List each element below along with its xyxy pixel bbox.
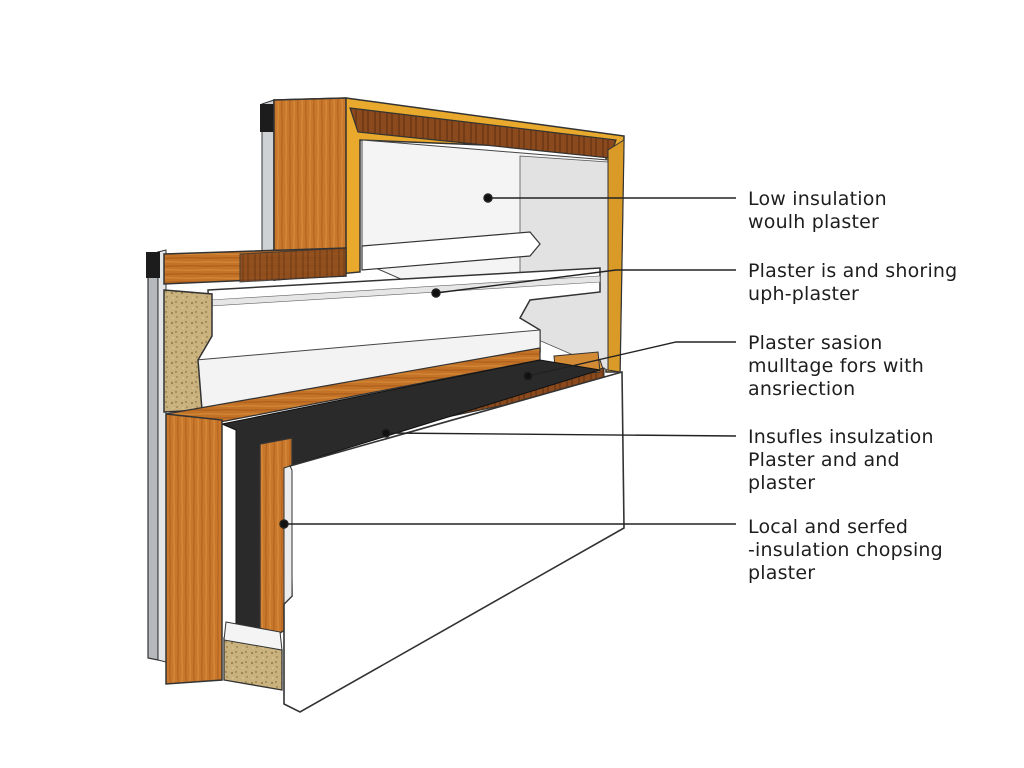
plaster-board-front <box>283 370 625 713</box>
leader-dot-2 <box>431 288 441 298</box>
callout-1-line-1: Low insulation <box>748 188 887 210</box>
top-header-frame <box>273 97 625 373</box>
callout-4-line-1: Insufles insulzation <box>748 426 934 448</box>
wood-stud-left <box>165 413 223 685</box>
leader-dot-5 <box>279 519 289 529</box>
callout-4-line-2: Plaster and and <box>748 449 900 471</box>
callout-5-line-1: Local and serfed <box>748 516 909 538</box>
callout-3-line-1: Plaster sasion <box>748 332 883 354</box>
leader-dot-4 <box>381 428 391 438</box>
callout-2-line-2: uph-plaster <box>748 283 860 305</box>
leader-line-2 <box>435 269 736 294</box>
callout-2-line-1: Plaster is and shoring <box>748 260 958 282</box>
metal-frame <box>146 99 275 663</box>
leader-dot-1 <box>483 193 493 203</box>
callout-label-5: Local and serfed -insulation chopsing pl… <box>748 516 1008 585</box>
callout-3-line-2: mulltage fors with <box>748 355 924 377</box>
wood-ledge <box>163 247 347 285</box>
leader-lines <box>279 193 737 529</box>
leader-dot-3 <box>523 371 533 381</box>
callout-5-line-2: -insulation chopsing <box>748 539 943 561</box>
insulation-lower <box>223 621 283 691</box>
leader-line-4 <box>385 432 737 437</box>
callout-label-3: Plaster sasion mulltage fors with ansrie… <box>748 332 1008 401</box>
callout-label-1: Low insulation woulh plaster <box>748 188 1008 234</box>
callout-1-line-2: woulh plaster <box>748 211 879 233</box>
insulation-upper <box>163 289 213 413</box>
callout-label-4: Insufles insulzation Plaster and and pla… <box>748 426 1008 495</box>
leader-line-3 <box>527 341 736 377</box>
callout-3-line-3: ansriection <box>748 378 856 400</box>
callout-4-line-3: plaster <box>748 472 816 494</box>
callout-label-2: Plaster is and shoring uph-plaster <box>748 260 1008 306</box>
callout-5-line-3: plaster <box>748 562 816 584</box>
